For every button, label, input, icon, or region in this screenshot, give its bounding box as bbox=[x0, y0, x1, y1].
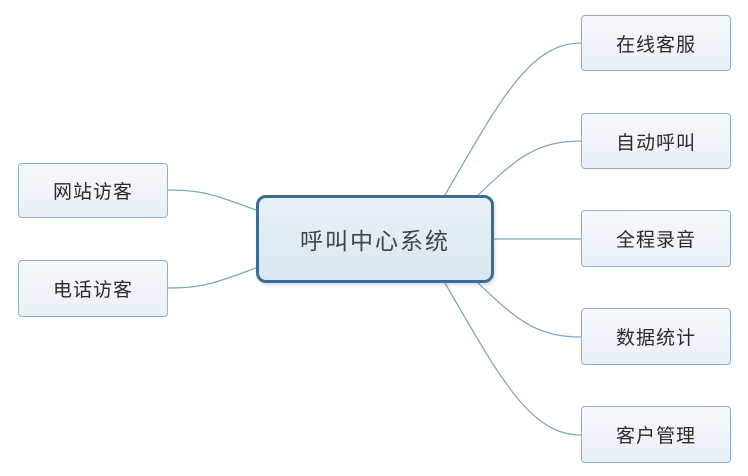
connector-right-1 bbox=[477, 140, 582, 196]
connector-right-0 bbox=[444, 42, 582, 196]
right-branch-label: 客户管理 bbox=[615, 425, 696, 447]
right-branch-node: 自动呼叫 bbox=[581, 113, 731, 169]
connector-left-0 bbox=[167, 189, 257, 211]
left-branch-node: 网站访客 bbox=[18, 163, 168, 218]
right-branch-node: 客户管理 bbox=[581, 406, 731, 463]
left-branch-label: 网站访客 bbox=[52, 181, 133, 203]
right-branch-node: 在线客服 bbox=[581, 15, 731, 71]
left-branch-node: 电话访客 bbox=[18, 260, 168, 317]
connector-right-3 bbox=[477, 282, 582, 338]
center-node-label: 呼叫中心系统 bbox=[300, 229, 450, 255]
right-branch-node: 全程录音 bbox=[581, 210, 731, 267]
right-branch-label: 全程录音 bbox=[615, 229, 696, 251]
right-branch-label: 在线客服 bbox=[615, 33, 696, 56]
left-branch-label: 电话访客 bbox=[52, 279, 133, 301]
right-branch-node: 数据统计 bbox=[581, 308, 731, 365]
center-node: 呼叫中心系统 bbox=[256, 195, 494, 283]
connector-left-1 bbox=[167, 267, 257, 289]
right-branch-label: 自动呼叫 bbox=[615, 131, 696, 154]
connector-right-4 bbox=[444, 282, 582, 436]
right-branch-label: 数据统计 bbox=[615, 327, 696, 349]
